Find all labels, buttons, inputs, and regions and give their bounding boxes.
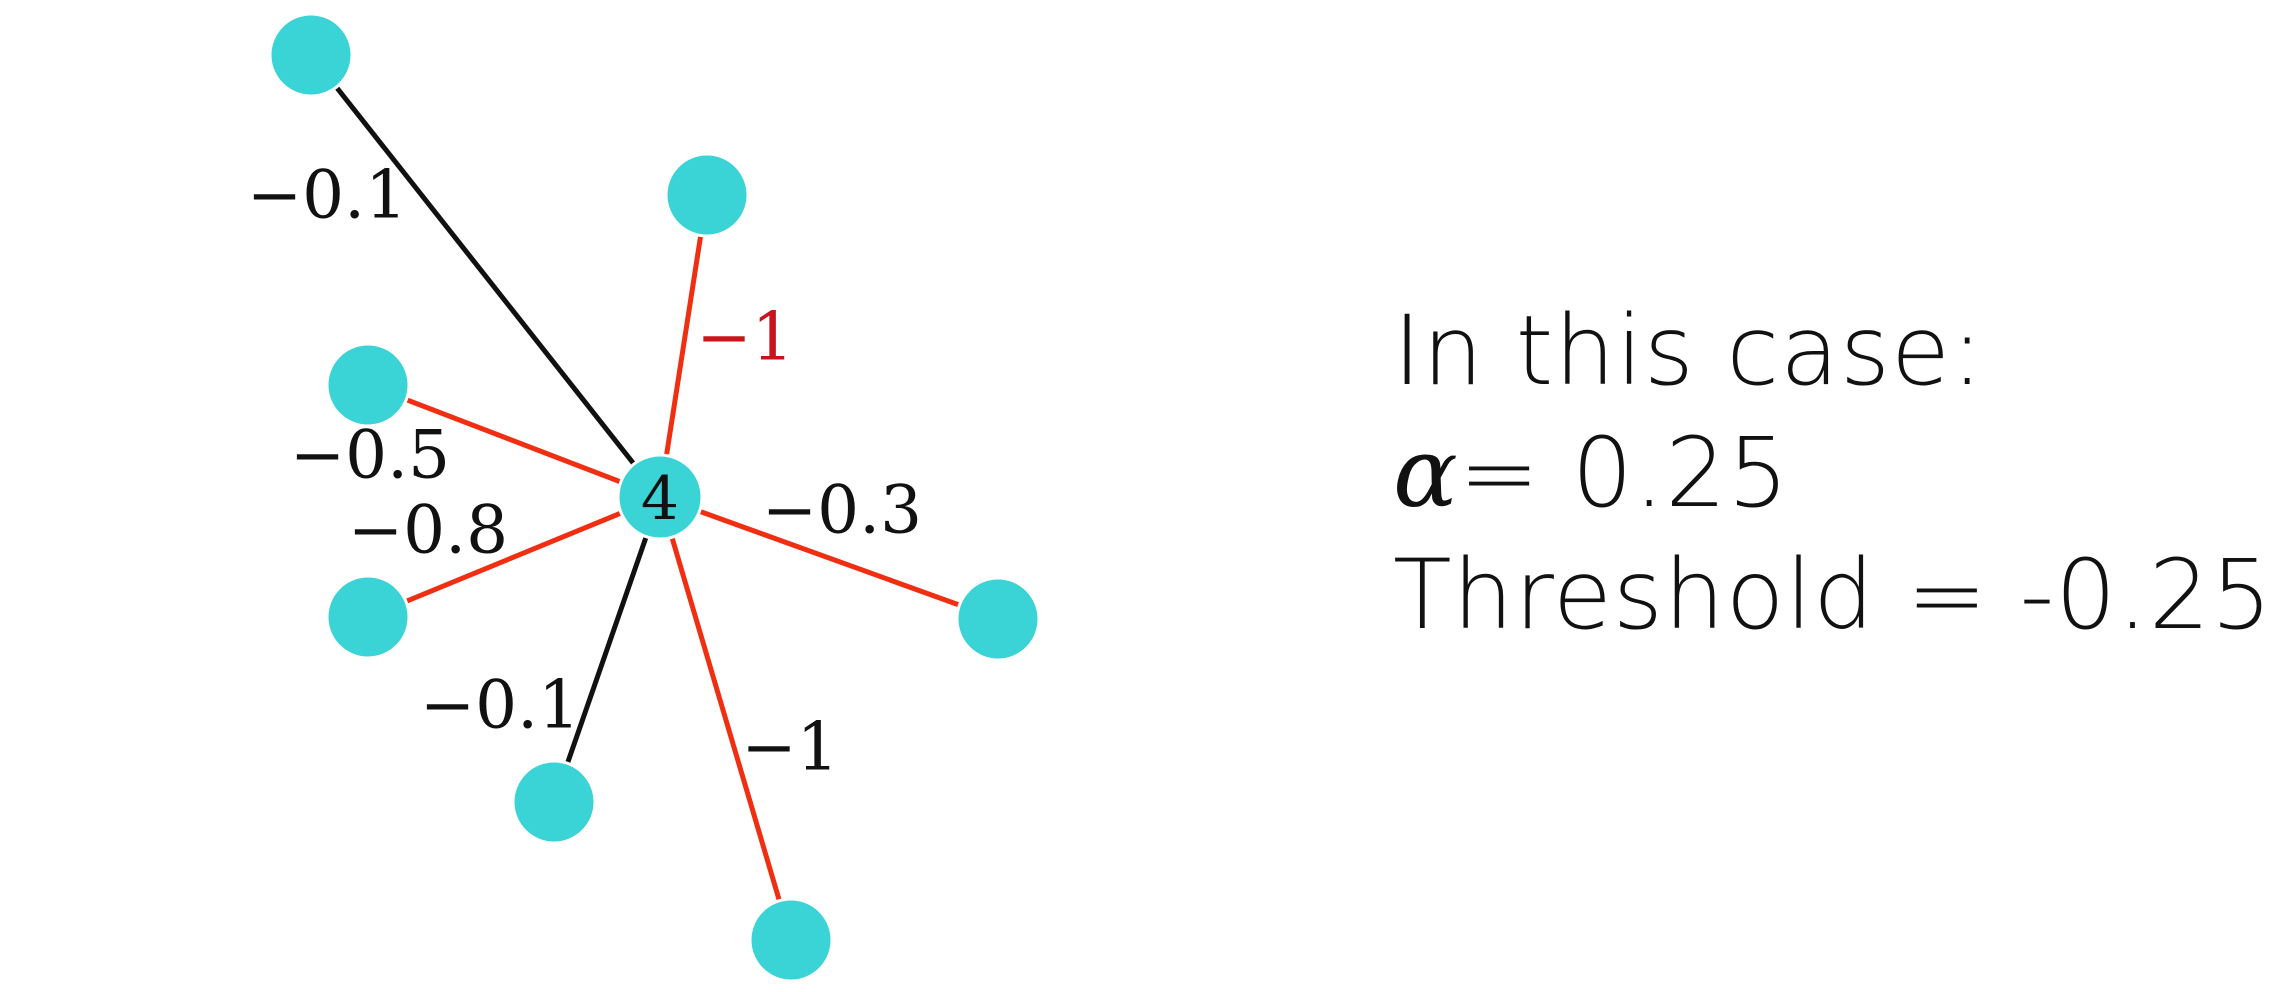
edge-5 [659, 494, 999, 622]
caption-line-alpha: α= 0.25 [1393, 412, 2273, 534]
edge-weight-label-2: −1 [696, 299, 793, 376]
edge-weight-label-3: −0.5 [290, 417, 450, 494]
caption-line-heading: In this case: [1393, 295, 1985, 407]
edge-weight-label-7: −1 [741, 709, 838, 786]
edge-6 [551, 496, 663, 803]
caption-line-threshold: Threshold = -0.25 [1393, 539, 2273, 651]
neighbor-node-2 [664, 152, 750, 238]
edge-4 [367, 494, 661, 620]
edge-2 [657, 194, 710, 498]
neighbor-node-4 [325, 574, 411, 660]
edge-7 [657, 496, 794, 941]
alpha-symbol: α [1393, 417, 1459, 529]
center-node [616, 453, 704, 541]
edge-1 [309, 53, 662, 499]
labels-layer: −0.1 −1 −0.5−0.8 −0.3 −0.1 −1 [247, 157, 922, 786]
edge-weight-label-1: −0.1 [247, 157, 407, 234]
center-node-label: 4 [641, 464, 679, 534]
neighbor-node-1 [268, 12, 354, 98]
edge-weight-label-6: −0.1 [420, 667, 580, 744]
neighbor-node-6 [511, 759, 597, 845]
edge-weight-label-5: −0.3 [762, 472, 922, 549]
edge-weight-label-4: −0.8 [348, 492, 508, 569]
neighbor-node-7 [748, 897, 834, 983]
neighbor-node-3 [325, 342, 411, 428]
nodes-layer: 4 [268, 12, 1041, 983]
caption: In this case: α= 0.25 Threshold = -0.25 [1393, 290, 2273, 656]
edge-3 [367, 382, 661, 500]
neighbor-node-5 [955, 576, 1041, 662]
network-graph: 4 −0.1 −1 −0.5−0.8 −0.3 −0.1 −1 [247, 12, 1041, 983]
edges-layer [309, 53, 999, 941]
alpha-value: = 0.25 [1458, 417, 1790, 529]
